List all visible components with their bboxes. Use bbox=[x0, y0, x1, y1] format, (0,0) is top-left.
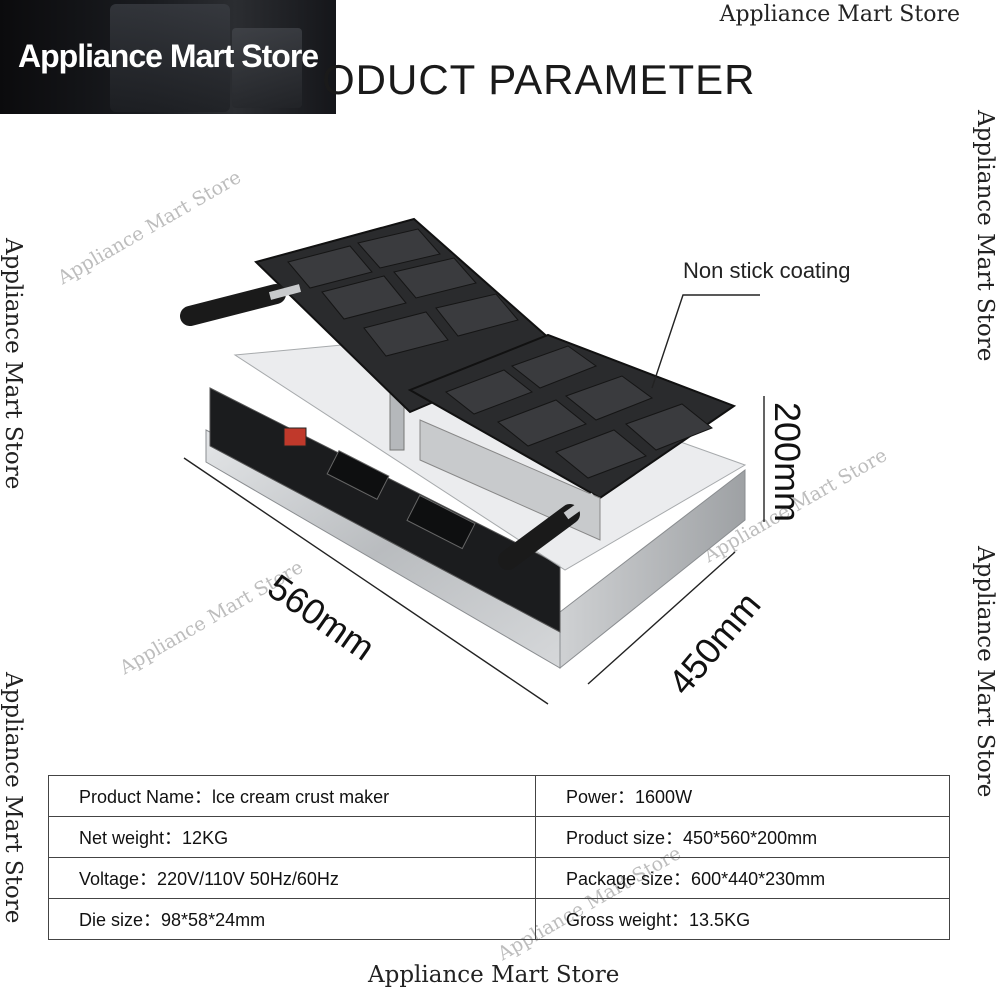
spec-product-name: Product Name：lce cream crust maker bbox=[48, 775, 536, 817]
watermark-bottom: Appliance Mart Store bbox=[368, 962, 620, 988]
spec-voltage: Voltage：220V/110V 50Hz/60Hz bbox=[48, 857, 536, 899]
handle-right[interactable] bbox=[498, 492, 597, 570]
spec-product-size: Product size：450*560*200mm bbox=[535, 816, 950, 858]
machine-base-side bbox=[559, 468, 746, 670]
banner-appliance-image bbox=[110, 4, 230, 112]
table-row: Product Name：lce cream crust maker Power… bbox=[48, 775, 950, 817]
temperature-display-left bbox=[326, 450, 390, 500]
spec-net-weight: Net weight：12KG bbox=[48, 816, 536, 858]
spec-power: Power：1600W bbox=[535, 775, 950, 817]
handle-left[interactable] bbox=[180, 284, 302, 326]
dimension-line-depth bbox=[587, 551, 736, 685]
table-row: Net weight：12KG Product size：450*560*200… bbox=[48, 816, 950, 858]
spec-package-size: Package size：600*440*230mm bbox=[535, 857, 950, 899]
non-stick-coating-callout: Non stick coating bbox=[683, 258, 851, 283]
lower-plate-body bbox=[419, 419, 601, 541]
watermark-top: Appliance Mart Store bbox=[719, 2, 960, 27]
table-row: Die size：98*58*24mm Gross weight：13.5KG bbox=[48, 898, 950, 940]
banner-appliance-image-secondary bbox=[232, 28, 302, 108]
product-spec-table: Product Name：lce cream crust maker Power… bbox=[48, 775, 950, 940]
page-title: ODUCT PARAMETER bbox=[322, 56, 756, 103]
banner-brand-name: Appliance Mart Store bbox=[18, 38, 319, 74]
dimension-line-length bbox=[183, 457, 549, 705]
power-switch bbox=[283, 427, 307, 447]
temperature-display-right bbox=[406, 494, 476, 550]
dimension-height-label: 200mm bbox=[767, 402, 808, 523]
waffle-cavities-upper bbox=[287, 228, 519, 357]
store-banner: Appliance Mart Store bbox=[0, 0, 336, 114]
table-row: Voltage：220V/110V 50Hz/60Hz Package size… bbox=[48, 857, 950, 899]
spec-die-size: Die size：98*58*24mm bbox=[48, 898, 536, 940]
waffle-cavities-lower bbox=[444, 345, 713, 479]
callout-leader bbox=[651, 294, 760, 389]
control-panel bbox=[209, 387, 561, 633]
spec-gross-weight: Gross weight：13.5KG bbox=[535, 898, 950, 940]
